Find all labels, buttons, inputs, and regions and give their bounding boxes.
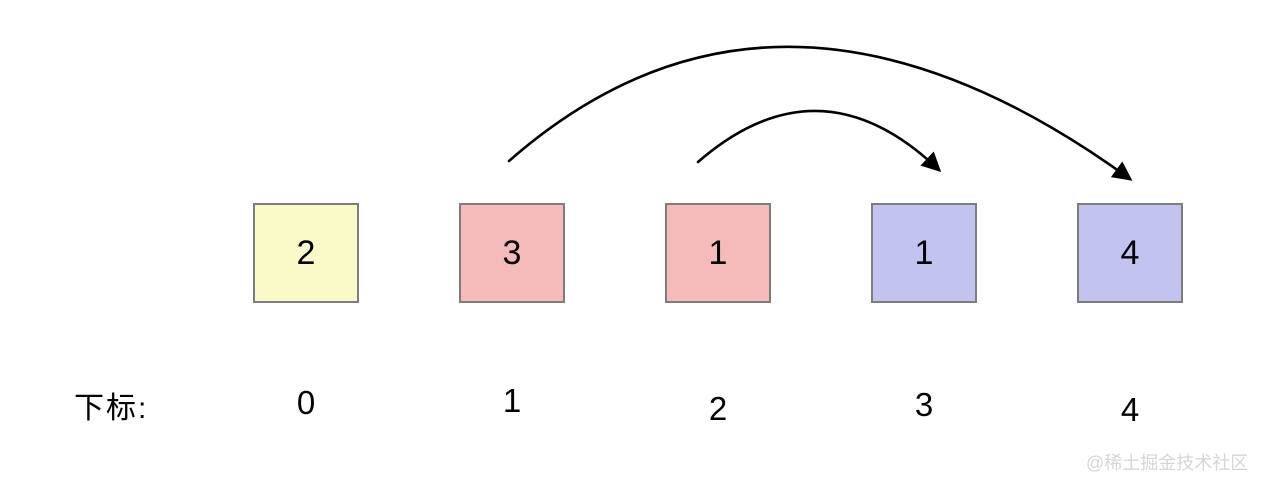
index-label-1: 1 <box>502 382 522 419</box>
array-cell-3: 1 <box>871 203 977 303</box>
swap-arrow-2-to-3-icon <box>696 109 942 173</box>
index-label-4: 4 <box>1120 391 1140 428</box>
array-cell-4: 4 <box>1077 203 1183 303</box>
array-cell-4-value: 4 <box>1120 233 1140 272</box>
index-label-3: 3 <box>914 386 934 423</box>
array-cell-0-value: 2 <box>296 233 316 272</box>
array-cell-2-value: 1 <box>708 233 728 272</box>
watermark: @稀土掘金技术社区 <box>1086 453 1249 473</box>
index-row-label: 下标: <box>74 392 149 425</box>
array-cell-0: 2 <box>253 203 359 303</box>
array-cell-1: 3 <box>459 203 565 303</box>
array-cell-3-value: 1 <box>914 233 934 272</box>
array-cell-1-value: 3 <box>502 233 522 272</box>
array-cell-2: 1 <box>665 203 771 303</box>
index-label-2: 2 <box>708 390 728 427</box>
index-label-0: 0 <box>296 384 316 421</box>
swap-arrow-1-to-4-icon <box>507 45 1133 181</box>
